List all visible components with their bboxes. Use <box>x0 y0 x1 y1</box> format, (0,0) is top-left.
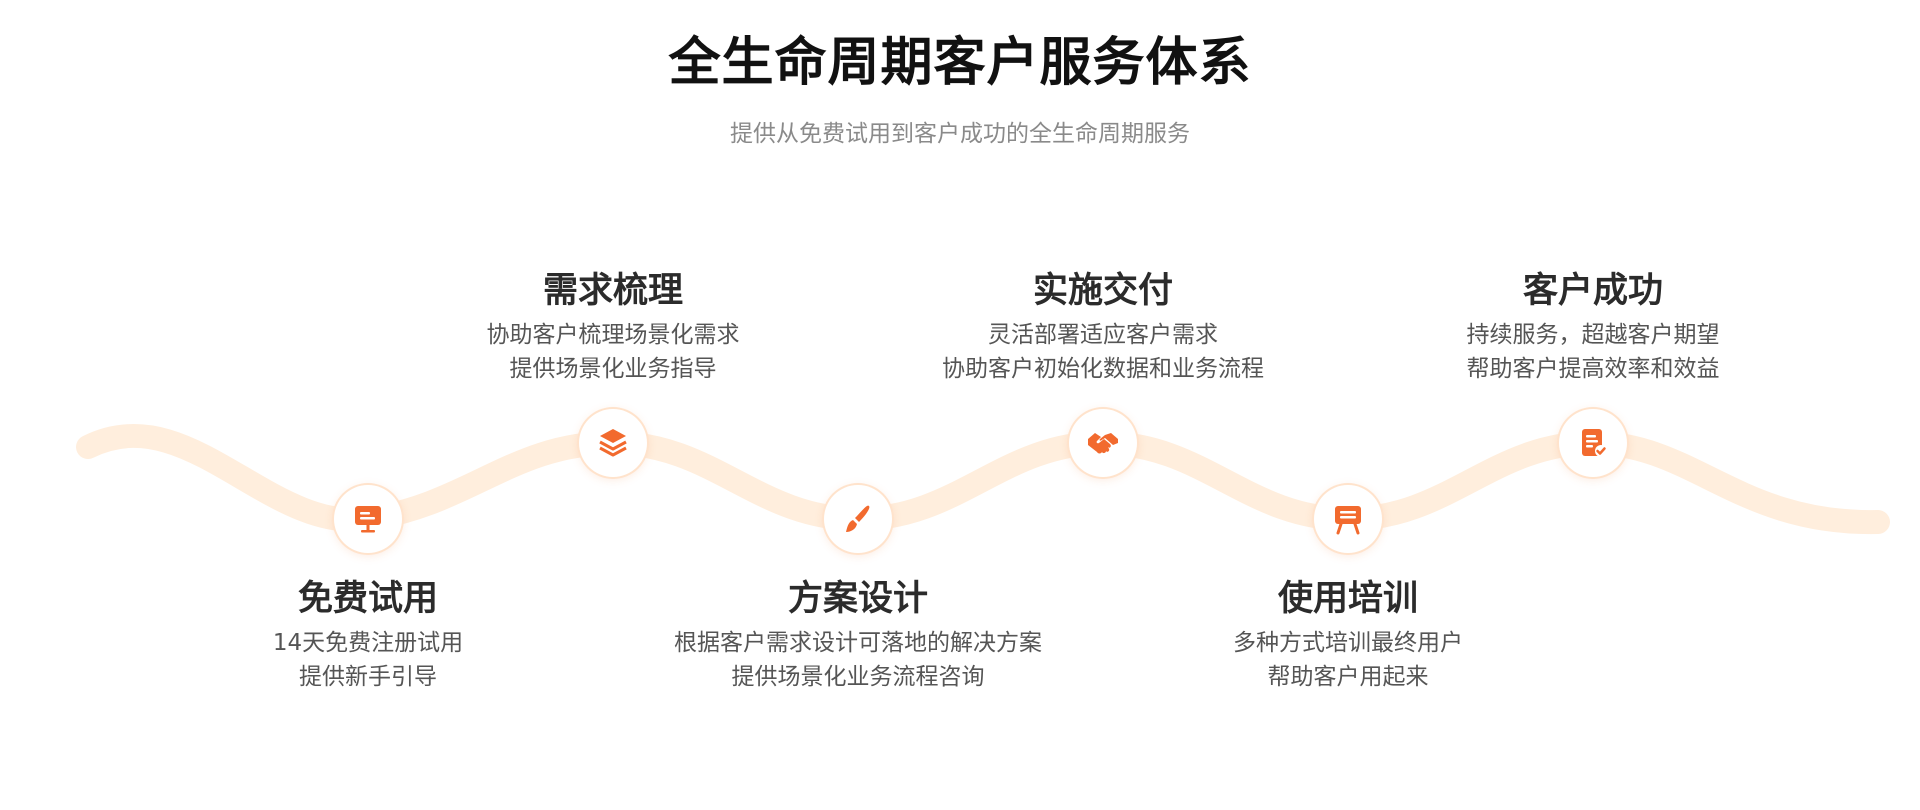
step-node-training[interactable] <box>1314 485 1382 553</box>
checklist-icon <box>1582 429 1607 457</box>
step-title: 免费试用 <box>297 579 438 619</box>
training-board-icon <box>1335 506 1361 535</box>
step-label-customer-success: 客户成功 持续服务，超越客户期望 帮助客户提高效率和效益 <box>1363 268 1823 386</box>
brush-icon <box>846 505 870 532</box>
step-desc-line-2: 提供场景化业务指导 <box>509 356 717 382</box>
step-node-free-trial[interactable] <box>334 485 402 553</box>
step-node-customer-success[interactable] <box>1559 409 1627 477</box>
step-desc-line-1: 灵活部署适应客户需求 <box>988 322 1218 348</box>
page-title: 全生命周期客户服务体系 <box>668 33 1252 93</box>
step-title: 需求梳理 <box>542 271 683 311</box>
step-label-requirements: 需求梳理 协助客户梳理场景化需求 提供场景化业务指导 <box>383 268 843 386</box>
step-desc-line-1: 协助客户梳理场景化需求 <box>486 322 740 348</box>
step-label-training: 使用培训 多种方式培训最终用户 帮助客户用起来 <box>1118 576 1578 694</box>
step-label-implementation: 实施交付 灵活部署适应客户需求 协助客户初始化数据和业务流程 <box>873 268 1333 386</box>
step-label-free-trial: 免费试用 14天免费注册试用 提供新手引导 <box>138 576 598 694</box>
step-title: 客户成功 <box>1522 271 1663 311</box>
step-desc-line-1: 持续服务，超越客户期望 <box>1466 322 1720 348</box>
step-desc-line-2: 协助客户初始化数据和业务流程 <box>942 356 1264 382</box>
step-node-solution-design[interactable] <box>824 485 892 553</box>
step-title: 实施交付 <box>1032 271 1173 311</box>
step-node-implementation[interactable] <box>1069 409 1137 477</box>
monitor-icon <box>355 506 381 533</box>
step-desc-line-2: 帮助客户提高效率和效益 <box>1466 356 1720 382</box>
step-desc-line-2: 提供场景化业务流程咨询 <box>731 664 985 690</box>
step-desc-line-2: 提供新手引导 <box>299 664 437 690</box>
step-label-solution-design: 方案设计 根据客户需求设计可落地的解决方案 提供场景化业务流程咨询 <box>628 576 1088 694</box>
handshake-icon <box>1088 433 1118 454</box>
step-node-requirements[interactable] <box>579 409 647 477</box>
step-title: 使用培训 <box>1277 579 1418 619</box>
step-desc-line-1: 多种方式培训最终用户 <box>1233 630 1463 656</box>
page-subtitle: 提供从免费试用到客户成功的全生命周期服务 <box>730 121 1190 147</box>
step-desc-line-2: 帮助客户用起来 <box>1267 664 1429 690</box>
step-title: 方案设计 <box>787 579 928 619</box>
step-desc-line-1: 根据客户需求设计可落地的解决方案 <box>674 630 1042 656</box>
step-desc-line-1: 14天免费注册试用 <box>272 630 464 656</box>
layers-icon <box>599 429 627 457</box>
